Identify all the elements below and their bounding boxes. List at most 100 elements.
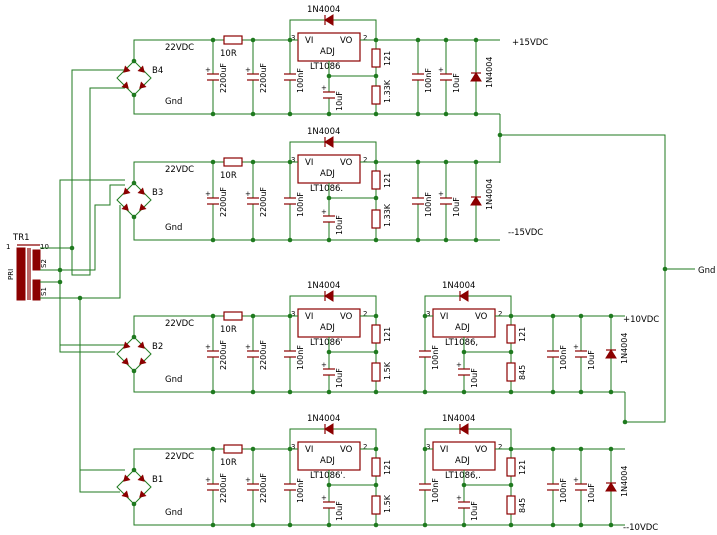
protection-diode-body: [459, 290, 469, 302]
wire: [133, 371, 625, 393]
junction-dot: [415, 159, 421, 165]
resistor-value: 845: [518, 498, 527, 513]
junction-dot: [287, 389, 293, 395]
stage-ac-label: 22VDC: [165, 165, 194, 175]
stage-ac-label: 22VDC: [165, 319, 194, 329]
junction-dot: [415, 111, 421, 117]
regulator-adj: ADJ: [320, 456, 335, 466]
junction-dot: [415, 37, 421, 43]
capacitor-polarity: +: [245, 66, 251, 74]
regulator-body: [297, 154, 361, 184]
capacitor-value: 100nF: [559, 478, 568, 503]
output-diode-label: 1N4004: [620, 466, 629, 497]
regulator-vi: VI: [440, 312, 448, 322]
resistor-value: 121: [518, 460, 527, 475]
regulator-vi: VI: [440, 445, 448, 455]
output-diode-label: 1N4004: [485, 179, 494, 210]
junction-dot: [415, 237, 421, 243]
protection-diode-label: 1N4004: [307, 281, 340, 291]
resistor-value: 1.33K: [383, 79, 392, 103]
capacitor-value: 100nF: [296, 478, 305, 503]
transformer-ref: TR1: [12, 233, 30, 243]
protection-diode-label: 1N4004: [442, 281, 475, 291]
capacitor-polarity: +: [205, 190, 211, 198]
capacitor-polarity: +: [321, 361, 327, 369]
protection-diode-body: [324, 423, 334, 435]
capacitor-value: 2200uF: [219, 63, 228, 93]
junction-dot: [326, 389, 332, 395]
ac-distribution-wires: [40, 69, 125, 493]
resistor-body: [506, 324, 516, 344]
transformer-sec1-label: S1: [40, 287, 48, 296]
capacitor-value: 10uF: [470, 501, 479, 521]
series-resistor: [223, 35, 243, 45]
regulator-pin3: 3: [426, 310, 430, 318]
series-resistor-label: 10R: [220, 49, 237, 59]
capacitor-value: 100nF: [296, 192, 305, 217]
series-resistor: [223, 157, 243, 167]
junction-dot: [210, 389, 216, 395]
regulator-pin3: 3: [291, 156, 295, 164]
bridge-diode: [137, 341, 145, 349]
plus10-label: +10VDC: [623, 315, 659, 325]
regulator-pin3: 3: [426, 443, 430, 451]
regulator-pin2: 2: [363, 310, 367, 318]
wire: [133, 39, 290, 61]
bridge-diode: [121, 81, 129, 89]
junction-dot: [473, 159, 479, 165]
transformer-primary-winding: [16, 247, 26, 301]
capacitor-polarity: +: [205, 476, 211, 484]
wire: [133, 315, 290, 337]
capacitor-value: 100nF: [431, 478, 440, 503]
junction-dot: [578, 389, 584, 395]
junction-dot: [422, 389, 428, 395]
bridge-ref: B3: [152, 188, 163, 198]
capacitor-value: 100nF: [296, 345, 305, 370]
capacitor-value: 10uF: [335, 91, 344, 111]
regulator-vi: VI: [305, 312, 313, 322]
junction-dot: [461, 522, 467, 528]
regulator-adj: ADJ: [455, 323, 470, 333]
regulator-adj: ADJ: [320, 323, 335, 333]
regulator-pin2: 2: [363, 156, 367, 164]
stage-ac-label: 22VDC: [165, 43, 194, 53]
regulator-vi: VI: [305, 36, 313, 46]
regulator-vo: VO: [340, 312, 353, 322]
resistor-value: 845: [518, 365, 527, 380]
junction-dot: [287, 237, 293, 243]
protection-diode-label: 1N4004: [307, 414, 340, 424]
regulator-pin2: 2: [363, 34, 367, 42]
resistor-body: [506, 362, 516, 382]
regulator-pin2: 2: [363, 443, 367, 451]
bridge-rectifier: B1: [116, 467, 163, 507]
resistor-value: 1.5K: [383, 361, 392, 380]
capacitor-value: 10uF: [587, 483, 596, 503]
diode-body: [605, 349, 617, 359]
junction-dot: [287, 111, 293, 117]
stage-gnd-label: Gnd: [165, 508, 182, 518]
regulator-vo: VO: [340, 158, 353, 168]
junction-dot: [210, 522, 216, 528]
resistor-value: 121: [383, 327, 392, 342]
junction-dot: [473, 111, 479, 117]
capacitor-value: 10uF: [452, 197, 461, 217]
minus15-label: --15VDC: [508, 228, 543, 238]
resistor-body: [371, 495, 381, 515]
regulator-pin2: 2: [498, 443, 502, 451]
capacitor-value: 100nF: [431, 345, 440, 370]
wire: [133, 217, 500, 241]
junction-dot: [250, 389, 256, 395]
capacitor-polarity: +: [205, 66, 211, 74]
junction-dot: [422, 522, 428, 528]
junction-dot: [550, 389, 556, 395]
series-resistor-label: 10R: [220, 171, 237, 181]
bridge-diode: [123, 341, 131, 349]
regulator-part: LT1086: [310, 62, 340, 72]
capacitor-value: 100nF: [559, 345, 568, 370]
capacitor-value: 10uF: [335, 215, 344, 235]
regulator-pin2: 2: [498, 310, 502, 318]
